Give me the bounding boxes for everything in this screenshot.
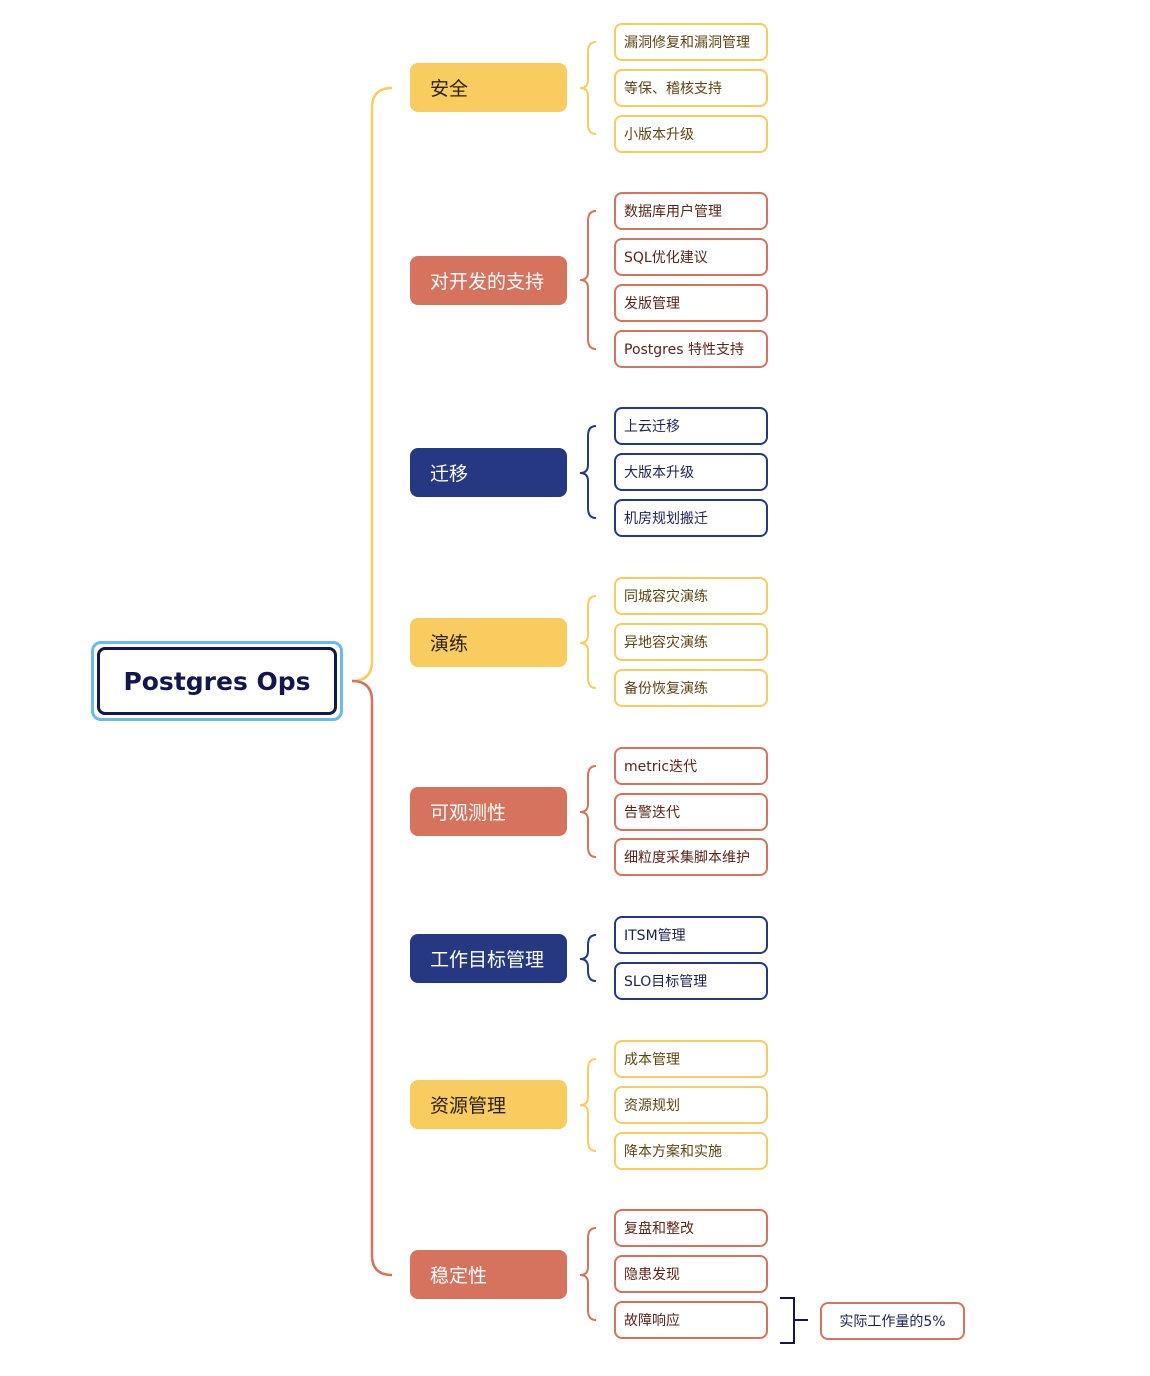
leaf-datacenter-relocation[interactable]: 机房规划搬迁	[614, 499, 768, 537]
category-goal-management[interactable]: 工作目标管理	[410, 934, 567, 983]
category-migration[interactable]: 迁移	[410, 448, 567, 497]
leaf-postmortem[interactable]: 复盘和整改	[614, 1209, 768, 1247]
brace-security	[579, 41, 597, 135]
brace-stability	[579, 1227, 597, 1321]
leaf-cloud-migration[interactable]: 上云迁移	[614, 407, 768, 445]
leaf-incident-response[interactable]: 故障响应	[614, 1301, 768, 1339]
brace-observability	[579, 765, 597, 858]
leaf-sql-optimization[interactable]: SQL优化建议	[614, 238, 768, 276]
leaf-minor-upgrade[interactable]: 小版本升级	[614, 115, 768, 153]
note-workload[interactable]: 实际工作量的5%	[820, 1302, 965, 1340]
spine-orange	[351, 679, 393, 1277]
root-node[interactable]: Postgres Ops	[97, 647, 337, 715]
brace-migration	[579, 425, 597, 519]
category-observability[interactable]: 可观测性	[410, 787, 567, 836]
leaf-cost-reduction[interactable]: 降本方案和实施	[614, 1132, 768, 1170]
brace-goals	[579, 934, 597, 982]
leaf-cost-management[interactable]: 成本管理	[614, 1040, 768, 1078]
category-resource-management[interactable]: 资源管理	[410, 1080, 567, 1129]
note-bracket	[780, 1297, 808, 1344]
leaf-resource-planning[interactable]: 资源规划	[614, 1086, 768, 1124]
category-stability[interactable]: 稳定性	[410, 1250, 567, 1299]
leaf-slo[interactable]: SLO目标管理	[614, 962, 768, 1000]
category-security[interactable]: 安全	[410, 63, 567, 112]
leaf-vuln-management[interactable]: 漏洞修复和漏洞管理	[614, 23, 768, 61]
leaf-backup-restore[interactable]: 备份恢复演练	[614, 669, 768, 707]
brace-drill	[579, 595, 597, 689]
leaf-release-management[interactable]: 发版管理	[614, 284, 768, 322]
leaf-collection-scripts[interactable]: 细粒度采集脚本维护	[614, 838, 768, 876]
leaf-compliance-audit[interactable]: 等保、稽核支持	[614, 69, 768, 107]
leaf-same-city-dr[interactable]: 同城容灾演练	[614, 577, 768, 615]
brace-resources	[579, 1058, 597, 1152]
brace-dev-support	[579, 210, 597, 350]
leaf-db-user-management[interactable]: 数据库用户管理	[614, 192, 768, 230]
spine-yellow	[351, 86, 393, 683]
leaf-itsm[interactable]: ITSM管理	[614, 916, 768, 954]
category-dev-support[interactable]: 对开发的支持	[410, 256, 567, 305]
leaf-major-upgrade[interactable]: 大版本升级	[614, 453, 768, 491]
leaf-alert-iteration[interactable]: 告警迭代	[614, 793, 768, 831]
leaf-risk-discovery[interactable]: 隐患发现	[614, 1255, 768, 1293]
category-drill[interactable]: 演练	[410, 618, 567, 667]
leaf-metric-iteration[interactable]: metric迭代	[614, 747, 768, 785]
leaf-postgres-features[interactable]: Postgres 特性支持	[614, 330, 768, 368]
leaf-remote-dr[interactable]: 异地容灾演练	[614, 623, 768, 661]
